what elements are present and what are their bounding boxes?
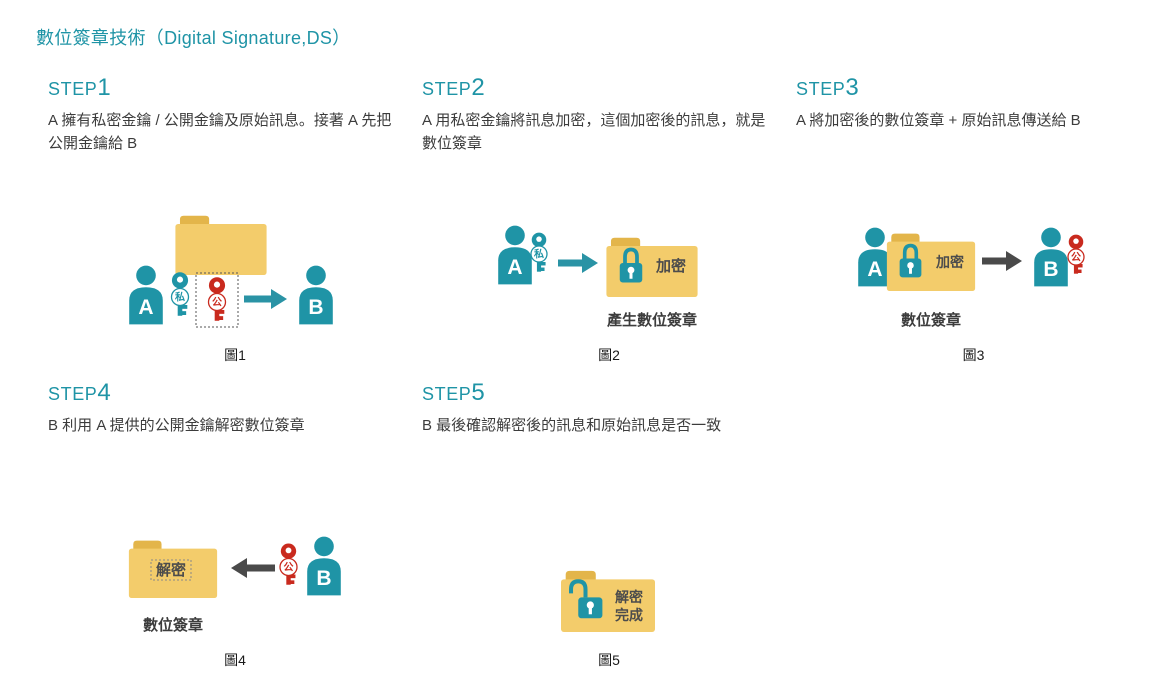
key-badge <box>170 287 189 307</box>
public-key-label: 公 <box>284 562 294 574</box>
step-3-heading: STEP3 <box>796 74 1151 102</box>
step-1-number: 1 <box>97 74 112 101</box>
step-4-number: 4 <box>97 379 112 406</box>
step-4-label: STEP <box>48 384 98 404</box>
step-1-description: A 擁有私密金鑰 / 公開金鑰及原始訊息。接著 A 先把公開金鑰給 B <box>48 112 392 153</box>
decrypt-label: 解密 <box>156 561 186 579</box>
step-1-label: STEP <box>48 79 98 99</box>
step-5: STEP5 B 最後確認解密後的訊息和原始訊息是否一致 解密 完成 圖5 <box>422 379 796 670</box>
key-badge <box>279 557 298 577</box>
step-5-label: STEP <box>422 384 472 404</box>
person-b-letter: B <box>316 567 331 590</box>
public-key-icon: 公 <box>1066 234 1085 274</box>
figure-4-illustration: 解密 公 B 數位簽章 <box>48 466 422 636</box>
person-a-letter: A <box>138 296 153 319</box>
arrow-left-icon <box>231 558 275 578</box>
person-a-letter: A <box>867 258 882 281</box>
step-3-description: A 將加密後的數位簽章 + 原始訊息傳送給 B <box>796 112 1081 129</box>
key-badge <box>530 245 548 263</box>
private-key-icon: 私 <box>530 232 548 272</box>
figure-5-graphic: 解密 完成 <box>561 570 655 632</box>
figure-1-graphic: A 私 公 B <box>128 215 333 328</box>
step-2-heading: STEP2 <box>422 74 796 102</box>
step-2-number: 2 <box>471 74 486 101</box>
arrow-right-icon <box>981 251 1022 271</box>
private-key-label: 私 <box>533 248 544 261</box>
figure-3-graphic: A 加密 B 公 數位簽章 <box>857 227 1085 329</box>
figure-1-illustration: A 私 公 B <box>48 161 422 331</box>
step-2-label: STEP <box>422 79 472 99</box>
key-badge <box>1066 248 1085 266</box>
person-a-letter: A <box>507 256 522 279</box>
figure-5-illustration: 解密 完成 <box>422 466 796 636</box>
step-2: STEP2 A 用私密金鑰將訊息加密，這個加密後的訊息，就是數位簽章 A 私 <box>422 74 796 365</box>
dashed-tag-box <box>150 559 192 581</box>
public-key-label: 公 <box>212 297 222 309</box>
encrypt-label: 加密 <box>935 254 964 270</box>
step-3: STEP3 A 將加密後的數位簽章 + 原始訊息傳送給 B A 加密 B <box>796 74 1151 365</box>
figure-5-caption: 圖5 <box>598 652 620 668</box>
figure-2-illustration: A 私 加密 產生數位簽章 <box>422 161 796 331</box>
step-1: STEP1 A 擁有私密金鑰 / 公開金鑰及原始訊息。接著 A 先把公開金鑰給 … <box>48 74 422 365</box>
folder-icon <box>174 215 267 275</box>
dotted-selection-box <box>195 272 238 328</box>
private-key-label: 私 <box>174 291 185 304</box>
signature-caption: 數位簽章 <box>900 311 960 329</box>
step-5-description: B 最後確認解密後的訊息和原始訊息是否一致 <box>422 417 722 434</box>
step-4-heading: STEP4 <box>48 379 422 407</box>
person-b-icon: B <box>307 536 341 596</box>
figure-2-caption: 圖2 <box>598 347 620 363</box>
public-key-icon: 公 <box>207 277 226 321</box>
public-key-icon: 公 <box>279 543 298 585</box>
public-key-label: 公 <box>1071 252 1081 264</box>
person-a-icon: A <box>498 225 532 285</box>
private-key-icon: 私 <box>170 272 189 316</box>
decrypt-done-label-line2: 完成 <box>615 607 643 623</box>
generate-signature-caption: 產生數位簽章 <box>606 311 697 329</box>
step-1-heading: STEP1 <box>48 74 422 102</box>
figure-4-caption: 圖4 <box>224 652 246 668</box>
step-3-label: STEP <box>796 79 846 99</box>
arrow-right-icon <box>243 289 287 309</box>
step-5-number: 5 <box>471 379 486 406</box>
key-badge <box>207 292 226 312</box>
step-4: STEP4 B 利用 A 提供的公開金鑰解密數位簽章 解密 公 B <box>48 379 422 670</box>
person-a-icon: A <box>857 227 892 287</box>
figure-4-graphic: 解密 公 B 數位簽章 <box>128 536 341 634</box>
step-2-description: A 用私密金鑰將訊息加密，這個加密後的訊息，就是數位簽章 <box>422 112 766 153</box>
person-b-letter: B <box>308 296 323 319</box>
person-b-letter: B <box>1043 258 1058 281</box>
figure-3-caption: 圖3 <box>962 347 985 363</box>
person-b-icon: B <box>1033 227 1068 287</box>
page-title: 數位簽章技術（Digital Signature,DS） <box>36 28 351 48</box>
step-4-description: B 利用 A 提供的公開金鑰解密數位簽章 <box>48 417 305 434</box>
figure-2-graphic: A 私 加密 產生數位簽章 <box>498 225 698 329</box>
person-b-icon: B <box>298 265 333 325</box>
figure-3-illustration: A 加密 B 公 數位簽章 <box>796 161 1151 331</box>
encrypt-label: 加密 <box>655 257 686 275</box>
steps-grid: STEP1 A 擁有私密金鑰 / 公開金鑰及原始訊息。接著 A 先把公開金鑰給 … <box>36 74 1141 684</box>
figure-1-caption: 圖1 <box>224 347 246 363</box>
decrypt-done-label-line1: 解密 <box>615 589 643 605</box>
person-a-icon: A <box>128 265 163 325</box>
step-3-number: 3 <box>845 74 860 101</box>
arrow-right-icon <box>558 253 598 273</box>
signature-caption: 數位簽章 <box>143 616 203 634</box>
step-5-heading: STEP5 <box>422 379 796 407</box>
